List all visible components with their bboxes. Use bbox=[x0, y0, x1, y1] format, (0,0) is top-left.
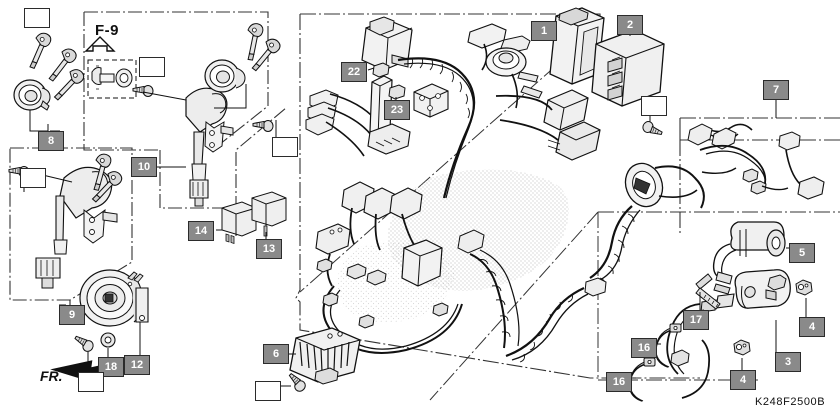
callout-box-5[interactable]: 5 bbox=[789, 243, 815, 263]
callout-box-10[interactable]: 10 bbox=[131, 157, 157, 177]
key-cylinder-right bbox=[204, 59, 246, 93]
callout-box-8[interactable]: 8 bbox=[38, 131, 64, 151]
callout-box-7[interactable]: 7 bbox=[763, 80, 789, 100]
fuel-lid-lock-inset bbox=[87, 59, 137, 99]
callout-box-blank[interactable] bbox=[20, 168, 46, 188]
callout-box-blank[interactable] bbox=[255, 381, 281, 401]
handlebar-switch-assembly bbox=[35, 152, 124, 289]
callout-box-blank[interactable] bbox=[78, 372, 104, 392]
callout-box-12[interactable]: 12 bbox=[124, 355, 150, 375]
starter-relay bbox=[221, 201, 257, 244]
callout-box-3[interactable]: 3 bbox=[775, 352, 801, 372]
regulator-rectifier bbox=[289, 327, 361, 385]
horn-assembly bbox=[79, 269, 149, 327]
coil-nut-lower bbox=[733, 339, 751, 356]
callout-box-4[interactable]: 4 bbox=[730, 370, 756, 390]
section-tag-f9: F-9 bbox=[95, 22, 119, 39]
callout-box-4[interactable]: 4 bbox=[799, 317, 825, 337]
coil-nut-upper bbox=[795, 279, 813, 296]
control-unit bbox=[591, 29, 665, 107]
callout-box-23[interactable]: 23 bbox=[384, 100, 410, 120]
coil-mount-bolt bbox=[695, 273, 756, 310]
ignition-switch-assembly bbox=[185, 87, 234, 207]
turn-signal-relay bbox=[251, 191, 287, 237]
callout-box-13[interactable]: 13 bbox=[256, 239, 282, 259]
diagram-part-number: K248F2500B bbox=[755, 396, 826, 408]
sub-wire-harness bbox=[687, 123, 825, 200]
callout-box-18[interactable]: 18 bbox=[98, 357, 124, 377]
callout-box-14[interactable]: 14 bbox=[188, 221, 214, 241]
callout-box-17[interactable]: 17 bbox=[683, 310, 709, 330]
callout-box-16[interactable]: 16 bbox=[631, 338, 657, 358]
callout-box-16[interactable]: 16 bbox=[606, 372, 632, 392]
callout-box-1[interactable]: 1 bbox=[531, 21, 557, 41]
horn-washer bbox=[100, 332, 116, 348]
key-cylinder-left bbox=[13, 79, 51, 111]
spark-plug-cap bbox=[712, 221, 786, 295]
callout-box-blank[interactable] bbox=[641, 96, 667, 116]
callout-box-blank[interactable] bbox=[272, 137, 298, 157]
section-arrow-up bbox=[84, 36, 116, 52]
callout-box-9[interactable]: 9 bbox=[59, 305, 85, 325]
callout-box-22[interactable]: 22 bbox=[341, 62, 367, 82]
front-marker-label: FR. bbox=[40, 368, 63, 384]
callout-box-blank[interactable] bbox=[24, 8, 50, 28]
main-wire-harness bbox=[305, 16, 601, 354]
ecu-unit bbox=[549, 7, 605, 85]
callout-box-blank[interactable] bbox=[139, 57, 165, 77]
key-set-right bbox=[237, 21, 282, 75]
callout-box-6[interactable]: 6 bbox=[263, 344, 289, 364]
callout-box-2[interactable]: 2 bbox=[617, 15, 643, 35]
main-harness-grommet-tube bbox=[505, 162, 737, 363]
